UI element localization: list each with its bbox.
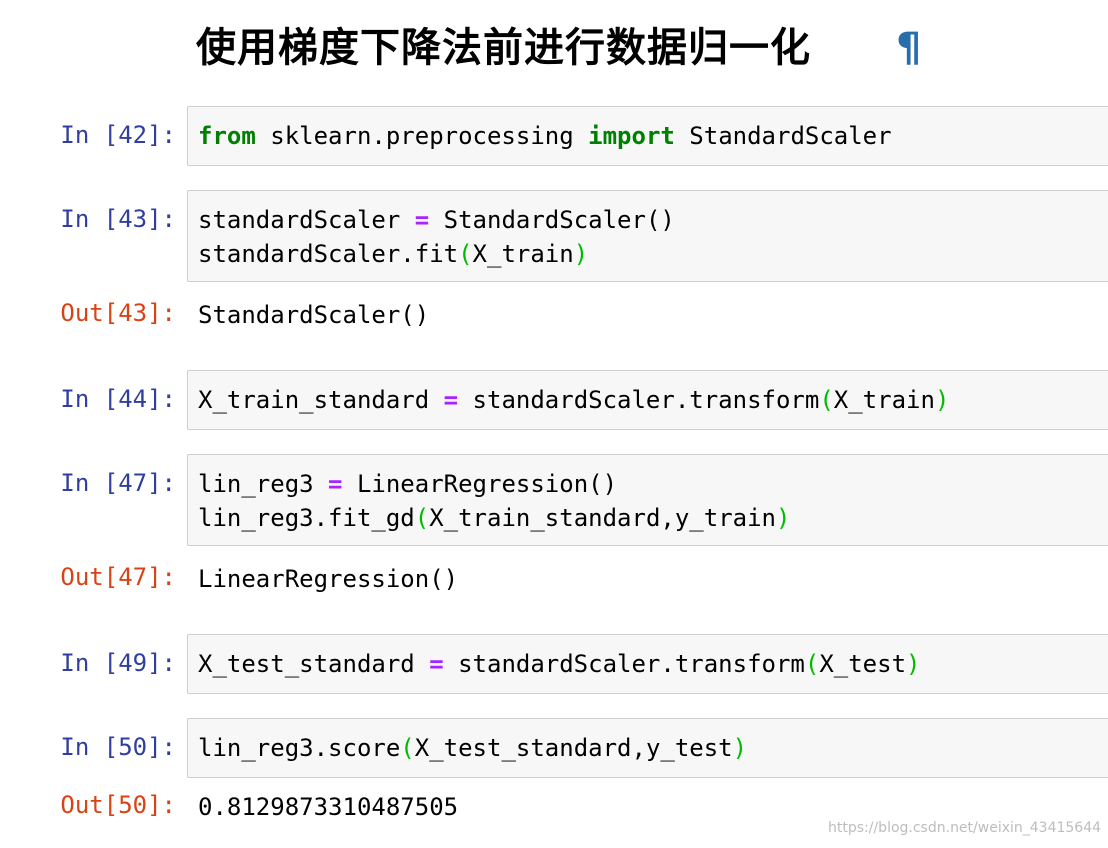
call-token: standardScaler.transform [458,386,820,414]
code-editor[interactable]: from sklearn.preprocessing import Standa… [187,106,1108,166]
bracket-token: ) [906,650,921,678]
operator-token: = [328,470,343,498]
bracket-token: ( [458,240,473,268]
bracket-token: ( [400,734,415,762]
operator-token: = [429,650,444,678]
anchor-link-icon[interactable]: ¶ [896,25,922,71]
arg-token: X_train [833,386,935,414]
cell-output: StandardScaler() [198,301,430,329]
code-editor[interactable]: lin_reg3 = LinearRegression() lin_reg3.f… [187,454,1108,546]
bracket-token: ) [934,386,950,414]
notebook-cell-50: In [50]: lin_reg3.score(X_test_standard,… [0,718,1108,828]
code-line: lin_reg3.score(X_test_standard,y_test) [198,731,747,765]
name-token: lin_reg3 [198,470,329,498]
input-prompt: In [47]: [60,469,176,497]
keyword-token: import [588,122,675,150]
arg-token: X_test_standard,y_test [414,734,733,762]
code-editor[interactable]: X_test_standard = standardScaler.transfo… [187,634,1108,694]
input-prompt: In [43]: [60,205,176,233]
input-prompt: In [44]: [60,385,176,413]
name-token: standardScaler [198,206,415,234]
section-heading: 使用梯度下降法前进行数据归一化 [196,25,811,71]
operator-token: = [443,386,459,414]
watermark: https://blog.csdn.net/weixin_43415644 [828,820,1102,836]
input-prompt: In [50]: [60,733,176,761]
notebook-cell-44: In [44]: X_train_standard = standardScal… [0,370,1108,430]
code-line: X_test_standard = standardScaler.transfo… [198,647,920,681]
notebook-cell-43: In [43]: standardScaler = StandardScaler… [0,190,1108,350]
bracket-token: ( [804,650,820,678]
input-prompt: In [49]: [60,649,176,677]
arg-token: X_test [819,650,907,678]
call-token: standardScaler.transform [443,650,805,678]
code-editor[interactable]: lin_reg3.score(X_test_standard,y_test) [187,718,1108,778]
code-editor[interactable]: standardScaler = StandardScaler() standa… [187,190,1108,282]
output-prompt: Out[50]: [60,791,176,819]
bracket-token: ( [819,386,834,414]
output-prompt: Out[47]: [60,563,176,591]
bracket-token: ) [775,504,791,532]
call-token: lin_reg3.fit_gd [198,504,415,532]
code-editor[interactable]: X_train_standard = standardScaler.transf… [187,370,1108,430]
code-line: standardScaler.fit(X_train) [198,237,588,271]
bracket-token: ) [732,734,748,762]
output-prompt: Out[43]: [60,299,176,327]
notebook-cell-47: In [47]: lin_reg3 = LinearRegression() l… [0,454,1108,614]
notebook-cell-49: In [49]: X_test_standard = standardScale… [0,634,1108,694]
code-line: standardScaler = StandardScaler() [198,203,675,237]
name-token: X_train_standard [198,386,444,414]
code-line: lin_reg3 = LinearRegression() [198,467,617,501]
code-line: lin_reg3.fit_gd(X_train_standard,y_train… [198,501,790,535]
name-token: StandardScaler [674,122,892,150]
name-token: X_test_standard [198,650,430,678]
keyword-token: from [198,122,256,150]
operator-token: = [414,206,430,234]
bracket-token: ( [414,504,430,532]
name-token: StandardScaler() [429,206,675,234]
call-token: standardScaler.fit [198,240,459,268]
input-prompt: In [42]: [60,121,176,149]
bracket-token: ) [573,240,589,268]
code-line: X_train_standard = standardScaler.transf… [198,383,949,417]
arg-token: X_train_standard,y_train [429,504,776,532]
module-token: sklearn.preprocessing [255,122,589,150]
name-token: LinearRegression() [342,470,618,498]
call-token: lin_reg3.score [198,734,401,762]
arg-token: X_train [472,240,574,268]
cell-output: 0.8129873310487505 [198,793,459,821]
code-line: from sklearn.preprocessing import Standa… [198,119,892,153]
cell-output: LinearRegression() [198,565,459,593]
notebook-cell-42: In [42]: from sklearn.preprocessing impo… [0,106,1108,166]
